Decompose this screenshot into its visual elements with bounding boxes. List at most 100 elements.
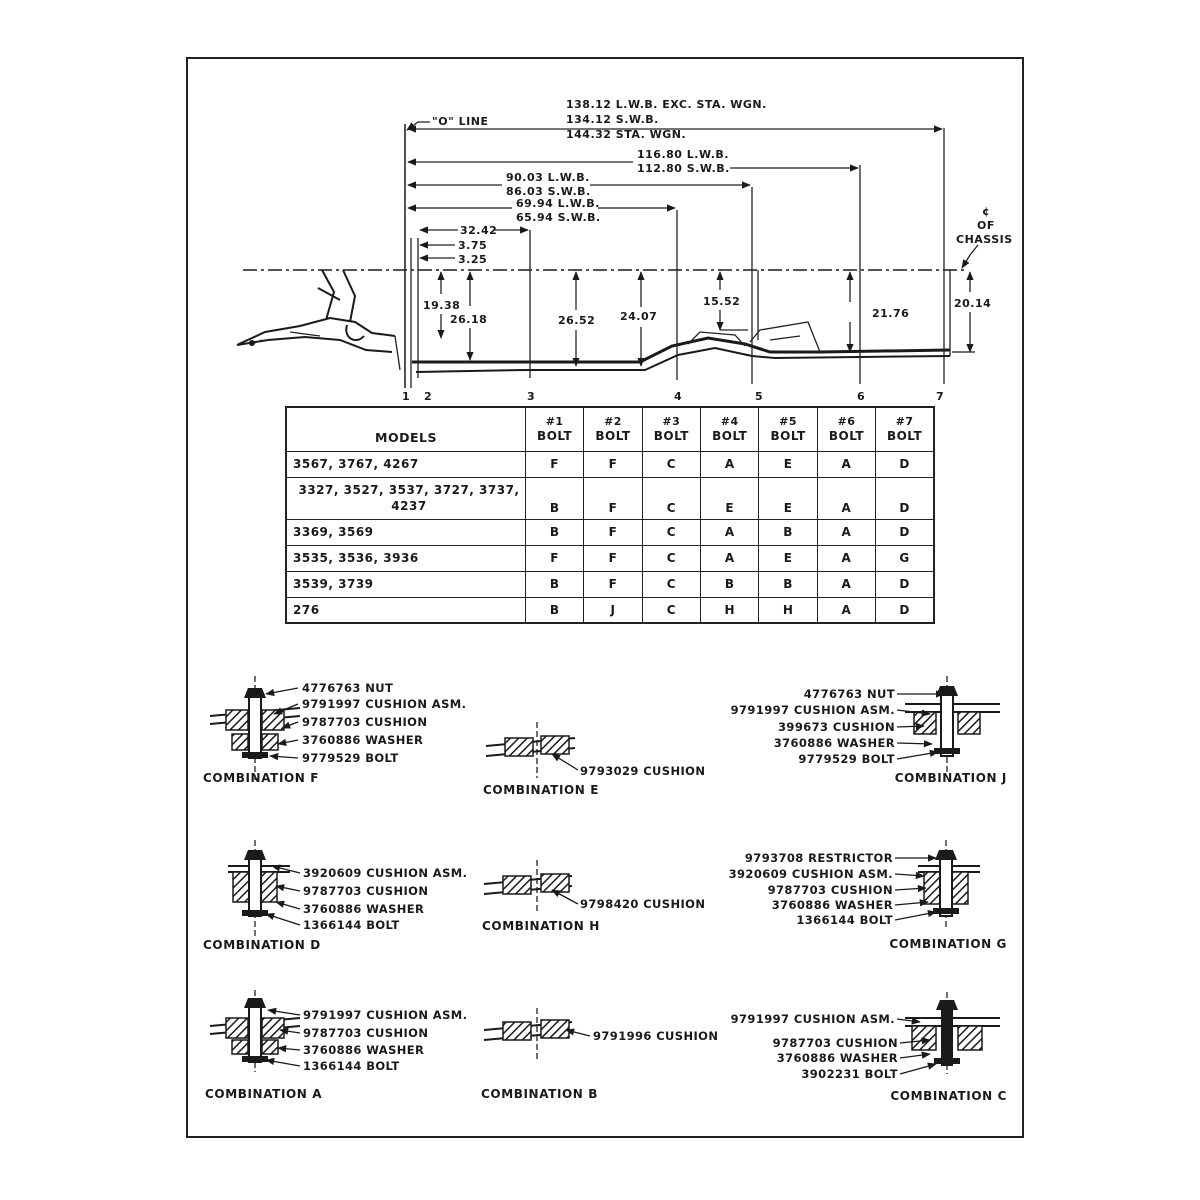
combination-caption: COMBINATION C [890, 1089, 1007, 1103]
table-row: 3327, 3527, 3537, 3727, 3737,4237 B F C … [285, 476, 935, 520]
models-line: 3327, 3527, 3537, 3727, 3737, [298, 483, 520, 497]
bolt-number: #2 [604, 415, 622, 429]
part-label: 3760886 WASHER [777, 1051, 898, 1065]
bolt-cell: F [583, 518, 643, 546]
bolt-number: #1 [545, 415, 564, 429]
part-label: 3920609 CUSHION ASM. [729, 867, 893, 881]
combination-c-drawing [905, 992, 1000, 1074]
models-line: 4237 [391, 499, 427, 513]
table-row: 3539, 3739 B F C B B A D [285, 570, 935, 598]
chassis-label-of: OF [977, 219, 995, 232]
bolt-number: #3 [662, 415, 681, 429]
combination-e-labels: 9793029 CUSHION COMBINATION E [483, 764, 705, 797]
part-label: 3902231 BOLT [801, 1067, 898, 1081]
part-label: 9793708 RESTRICTOR [745, 851, 893, 865]
dim-pos5-swb: 86.03 S.W.B. [506, 185, 591, 198]
bolt-cell: A [700, 450, 760, 478]
dim-pos7-stawgn: 144.32 STA. WGN. [566, 128, 686, 141]
dim-pos7-lwb: 138.12 L.W.B. EXC. STA. WGN. [566, 98, 767, 111]
combination-caption: COMBINATION F [203, 771, 319, 785]
bolt-cell: B [524, 518, 585, 546]
combination-caption: COMBINATION G [889, 937, 1007, 951]
part-label: 1366144 BOLT [303, 1059, 400, 1073]
combination-b-drawing [483, 1008, 573, 1062]
bolt-number: #4 [720, 415, 739, 429]
bolt-cell: F [583, 476, 643, 520]
bolt-cell: F [524, 544, 585, 572]
dim-pos2: 3.75 [458, 239, 487, 252]
bolt-cell: A [816, 476, 877, 520]
bolt-cell: B [524, 570, 585, 598]
chassis-symbol: ¢ [982, 205, 990, 218]
bolt-cell: A [816, 544, 877, 572]
height-19-38: 19.38 [423, 299, 460, 312]
bolt-cell: D [875, 570, 935, 598]
part-label: 9779529 BOLT [798, 752, 895, 766]
dim-pos6-lwb: 116.80 L.W.B. [637, 148, 729, 161]
height-26-52: 26.52 [558, 314, 595, 327]
bolt-cell: C [641, 570, 702, 598]
bolt-number: #6 [837, 415, 856, 429]
bolt-cell: J [583, 596, 643, 624]
part-label: 9798420 CUSHION [580, 897, 705, 911]
bolt-cell: E [758, 544, 818, 572]
bolt-cell: A [700, 544, 760, 572]
models-cell: 3539, 3739 [285, 570, 526, 598]
combination-caption: COMBINATION B [481, 1087, 598, 1101]
bolt-number: #7 [895, 415, 914, 429]
bolt-label: BOLT [653, 429, 689, 444]
bolt-cell: A [816, 570, 877, 598]
dim-pos4-swb: 65.94 S.W.B. [516, 211, 601, 224]
bolt-label: BOLT [828, 429, 865, 444]
bolt-cell: A [700, 518, 760, 546]
bolt-cell: B [758, 518, 818, 546]
models-header: MODELS [285, 406, 526, 452]
bolt-cell: D [875, 450, 935, 478]
height-24-07: 24.07 [620, 310, 657, 323]
bolt-cell: F [583, 570, 643, 598]
position-number: 1 [402, 390, 410, 403]
table-row: 3567, 3767, 4267 F F C A E A D [285, 450, 935, 478]
combination-g-drawing [918, 840, 980, 930]
part-label: 4776763 NUT [302, 681, 393, 695]
position-number: 4 [674, 390, 682, 403]
bolt-label: BOLT [595, 429, 631, 444]
height-21-76: 21.76 [872, 307, 909, 320]
combination-a-drawing [209, 990, 301, 1072]
bolt-cell: E [758, 476, 818, 520]
combination-h-labels: 9798420 CUSHION COMBINATION H [482, 897, 705, 933]
models-cell: 3567, 3767, 4267 [285, 450, 526, 478]
bolt-cell: D [875, 476, 935, 520]
bolt-cell: F [524, 450, 585, 478]
models-cell: 3369, 3569 [285, 518, 526, 546]
bolt-cell: B [700, 570, 760, 598]
bolt-cell: H [758, 596, 818, 624]
part-label: 3760886 WASHER [303, 902, 424, 916]
part-label: 9791997 CUSHION ASM. [731, 1012, 895, 1026]
part-label: 9787703 CUSHION [303, 884, 428, 898]
part-label: 3760886 WASHER [303, 1043, 424, 1057]
bolt-cell: G [875, 544, 935, 572]
bolt-label: BOLT [712, 429, 748, 444]
dim-pos1: 3.25 [458, 253, 487, 266]
bolt-label: BOLT [886, 429, 923, 444]
bolt-cell: C [641, 596, 702, 624]
dim-pos7-swb: 134.12 S.W.B. [566, 113, 659, 126]
combination-caption: COMBINATION E [483, 783, 599, 797]
chassis-label-chassis: CHASSIS [956, 233, 1013, 246]
front-suspension [236, 269, 396, 353]
dim-pos4-lwb: 69.94 L.W.B. [516, 197, 600, 210]
models-cell: 276 [285, 596, 526, 624]
table-row: 3369, 3569 B F C A B A D [285, 518, 935, 546]
bolt-label: BOLT [537, 429, 573, 444]
frame-rail-top [412, 336, 951, 364]
part-label: 9779529 BOLT [302, 751, 399, 765]
part-label: 9791997 CUSHION ASM. [302, 697, 466, 711]
bolt-cell: B [524, 596, 585, 624]
bolt-label: BOLT [770, 429, 806, 444]
